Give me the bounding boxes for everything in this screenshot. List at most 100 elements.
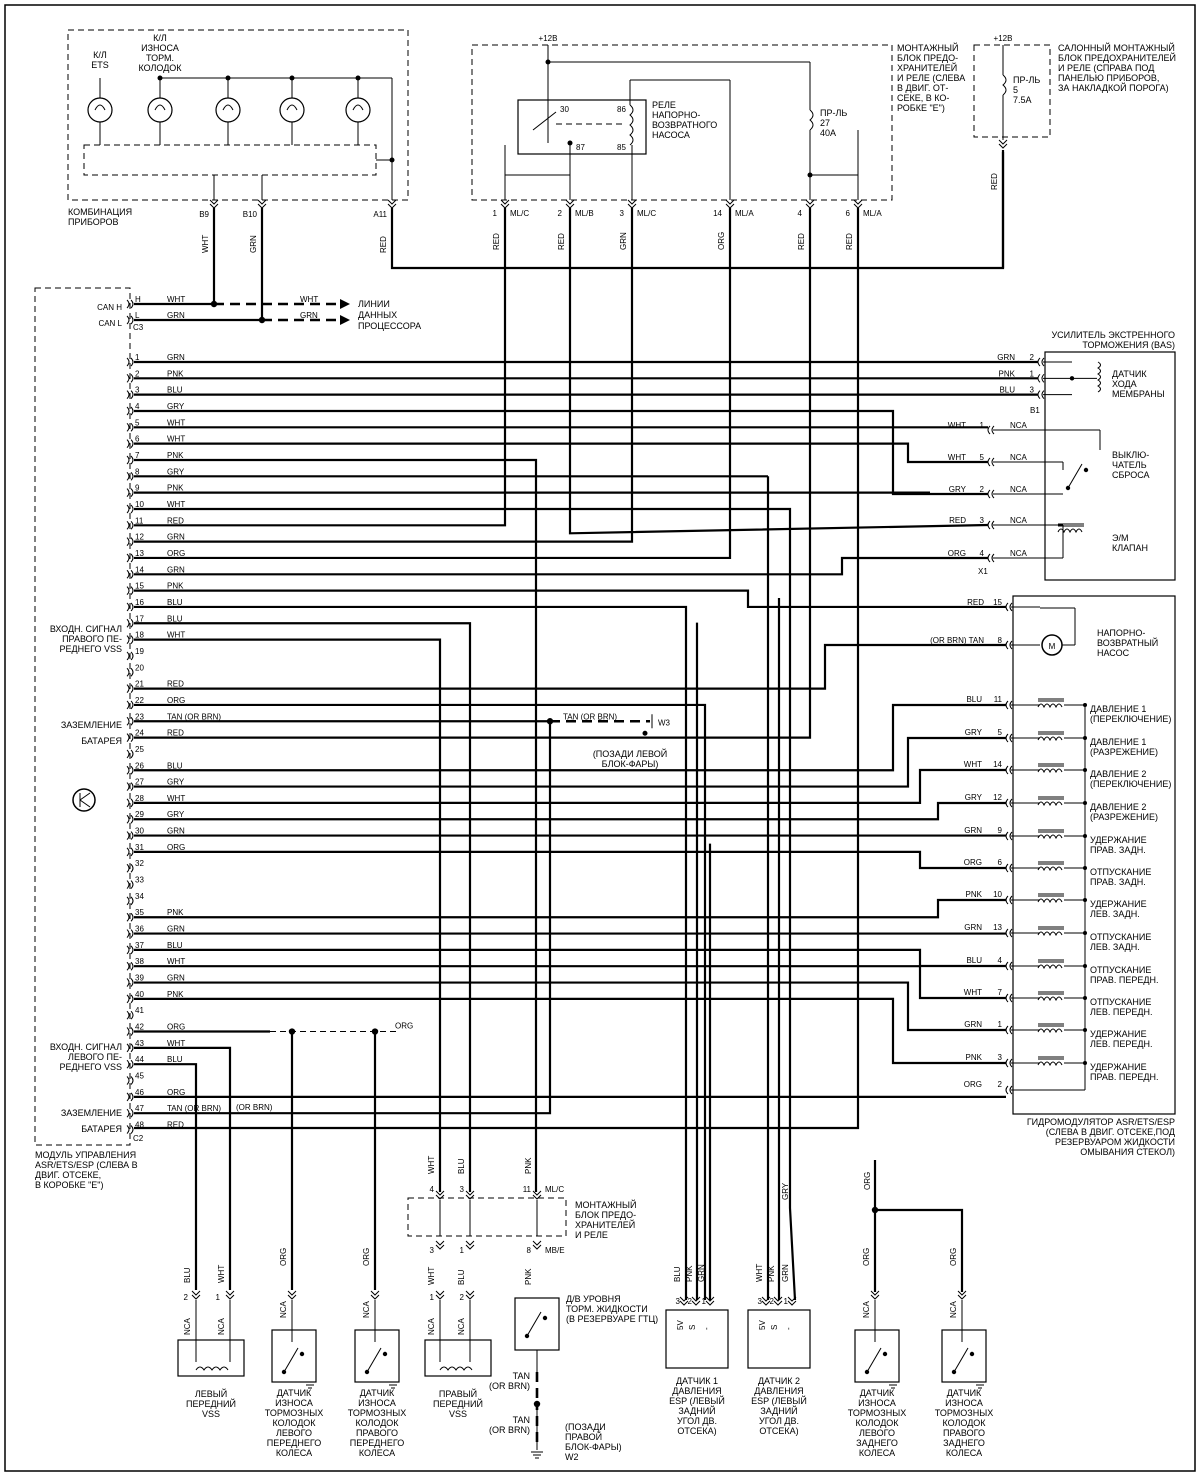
abs-pin-color: GRY [167, 778, 185, 787]
wear_lr-caption: ТОРМОЗНЫХ [848, 1408, 906, 1418]
hcu-pin-color: GRN [964, 1020, 982, 1029]
hcu-caption: РЕЗЕРВУАРОМ ЖИДКОСТИ [1055, 1137, 1175, 1147]
bottom-block-conn-label: ML/C [545, 1185, 564, 1194]
fuse-5-label: ПР-ЛЬ [1013, 75, 1040, 85]
wire-color-label: ORG [717, 232, 726, 250]
bottom-block-conn-label: MB/E [545, 1246, 565, 1255]
hcu-connector [1005, 765, 1013, 775]
wear_rr-caption: ТОРМОЗНЫХ [935, 1408, 993, 1418]
wire [134, 736, 1006, 788]
abs-pin-connector [126, 765, 134, 775]
wire [134, 801, 1006, 821]
abs-pin-number: 20 [135, 663, 144, 672]
valve-coil-icon [1037, 996, 1063, 1002]
can-h-label: CAN H [97, 303, 122, 312]
wire [134, 898, 1006, 919]
wire-color-label: RED [845, 233, 854, 250]
pin-number: 2 [770, 1297, 775, 1306]
fuse-block-caption: ХРАНИТЕЛЕЙ [897, 62, 957, 73]
conn-x1: X1 [978, 567, 988, 576]
pressure1-connector [691, 1296, 701, 1306]
abs-pin-number: 36 [135, 925, 144, 934]
wire-color-label: GRN [697, 1264, 706, 1282]
abs-pin-connector [126, 929, 134, 938]
fuse-block-connector [853, 199, 863, 209]
abs-pin-color: PNK [167, 484, 184, 493]
pressure1-box [665, 1309, 729, 1369]
wear_lr-caption: ДАТЧИК [860, 1388, 895, 1398]
left-vss-input-label: РЕДНЕГО VSS [60, 1062, 122, 1072]
cluster-connector [387, 199, 397, 209]
fluid-level-caption: (В РЕЗЕРВУАРЕ ГТЦ) [566, 1314, 658, 1324]
hcu-pin-number: 7 [998, 988, 1003, 997]
nca-label: NCA [183, 1317, 192, 1335]
pump-relay-label: ВОЗВРАТНОГО [652, 120, 717, 130]
bottom-fuse-caption: ХРАНИТЕЛЕЙ [575, 1219, 635, 1230]
wear_lr-connector [870, 1290, 880, 1300]
stroke-sensor-label: ДАТЧИК [1112, 369, 1147, 379]
valve-coil-icon [1037, 1061, 1063, 1067]
wire [134, 556, 988, 576]
fluid-level-caption: ТОРМ. ЖИДКОСТИ [566, 1304, 648, 1314]
cabin-block-caption: БЛОК ПРЕДОХРАНИТЕЛЕЙ [1058, 52, 1176, 63]
pressure2-box [747, 1309, 811, 1369]
wire [875, 1208, 964, 1292]
abs-pin-number: 38 [135, 957, 144, 966]
abs-pin-color: WHT [167, 418, 185, 427]
valve-label: ЛЕВ. ЗАДН. [1090, 909, 1140, 919]
abs-pin-connector [126, 1059, 134, 1069]
bottom-block-pin: 4 [430, 1185, 435, 1194]
pressure2-caption: ДАВЛЕНИЯ [754, 1386, 803, 1396]
hcu-caption: ОМЫВАНИЯ СТЕКОЛ) [1080, 1147, 1175, 1157]
pressure2-caption: ESP (ЛЕВЫЙ [751, 1395, 807, 1406]
conn-c3: C3 [133, 323, 144, 332]
solenoid-valve-label: Э/М [1112, 533, 1128, 543]
hcu-pin-color: GRY [965, 793, 983, 802]
pressure2-caption: ЗАДНИЙ [760, 1405, 797, 1416]
bottom-block-pin: 11 [523, 1185, 532, 1194]
left-vss-input-label: ВХОДН. СИГНАЛ [50, 1042, 122, 1052]
cabin-block-box [973, 44, 1051, 138]
sensor-term: - [702, 1327, 711, 1330]
pressure1-caption: ДАТЧИК 1 [676, 1376, 718, 1386]
right-vss-caption: ПЕРЕДНИЙ [433, 1398, 483, 1409]
valve-label: ЛЕВ. ПЕРЕДН. [1090, 1039, 1153, 1049]
nca-label: NCA [1010, 516, 1028, 525]
abs-pin-number: 39 [135, 974, 144, 983]
nca-label: NCA [1010, 453, 1028, 462]
wear_rf-caption: ИЗНОСА [358, 1398, 396, 1408]
reset-switch-label: ЧАТЕЛЬ [1112, 460, 1147, 470]
abs-pin-connector [126, 896, 134, 906]
wire-color-label: GRN [249, 235, 258, 253]
abs-pin-connector [126, 471, 134, 481]
pressure1-caption: ОТСЕКА) [677, 1426, 716, 1436]
abs-pin-connector [126, 1027, 134, 1036]
wire-color-label: PNK [685, 1265, 694, 1282]
tan-label: TAN [513, 1371, 530, 1381]
fuse-block-box [471, 44, 893, 201]
ground-w2-caption: W2 [565, 1452, 579, 1462]
ecu-transistor-icon [79, 792, 91, 801]
pressure1-caption: ДАВЛЕНИЯ [672, 1386, 721, 1396]
sensor-term: - [784, 1327, 793, 1330]
valve-label: ДАВЛЕНИЕ 2 [1090, 802, 1146, 812]
wire [134, 622, 472, 1192]
abs-pin-connector [126, 716, 134, 726]
wear-switch-icon [299, 1351, 305, 1357]
abs-pin-connector [126, 553, 134, 563]
abs-pin-color: PNK [167, 369, 184, 378]
stroke-sensor-label: МЕМБРАНЫ [1112, 389, 1165, 399]
wire-color-label: WHT [427, 1267, 436, 1285]
wire-color-label: RED [557, 233, 566, 250]
fuse-block-caption: И РЕЛЕ (СЛЕВА [897, 73, 965, 83]
nca-label: NCA [862, 1300, 871, 1318]
valve-label: ОТПУСКАНИЕ [1090, 867, 1151, 877]
ground-label: ЗАЗЕМЛЕНИЕ [61, 720, 122, 730]
wear_rr-caption: ПРАВОГО [943, 1428, 985, 1438]
fuse-conn-label: ML/C [510, 209, 529, 218]
abs-pin-connector [126, 439, 134, 449]
valve-coil-icon [1037, 931, 1063, 937]
ets-lamp-label: К/Л [93, 50, 107, 60]
fuse-block-connector [725, 199, 735, 209]
right-vss-input-label: ПРАВОГО ПЕ- [62, 634, 122, 644]
